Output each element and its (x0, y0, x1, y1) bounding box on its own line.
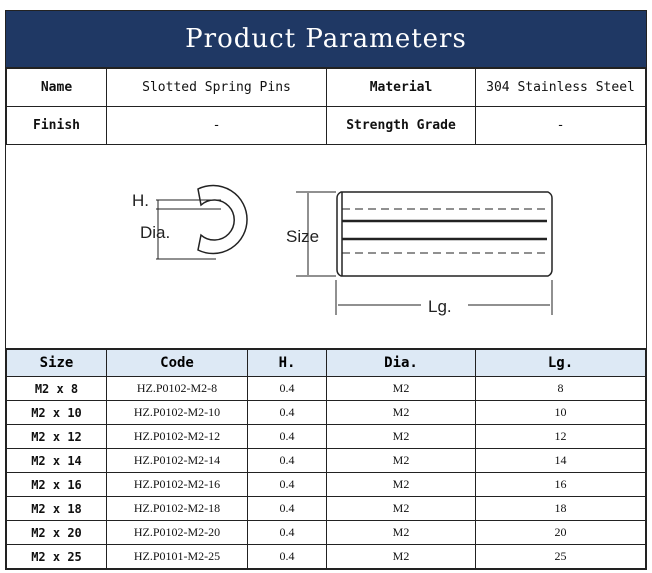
column-header-lg: Lg. (475, 349, 646, 377)
cell-size: M2 x 14 (6, 448, 107, 473)
finish-value: - (106, 106, 327, 145)
cell-size: M2 x 12 (6, 424, 107, 449)
info-table: Name Slotted Spring Pins Material 304 St… (6, 68, 646, 145)
column-header-dia: Dia. (326, 349, 476, 377)
column-header-h: H. (247, 349, 327, 377)
finish-label: Finish (6, 106, 107, 145)
cell-h: 0.4 (247, 448, 327, 473)
lg-label: Lg. (428, 297, 452, 316)
cell-h: 0.4 (247, 472, 327, 497)
cell-dia: M2 (326, 448, 476, 473)
column-header-code: Code (106, 349, 248, 377)
cell-lg: 12 (475, 424, 646, 449)
column-header-size: Size (6, 349, 107, 377)
product-parameters-table: Product Parameters Name Slotted Spring P… (5, 10, 647, 570)
cell-code: HZ.P0102-M2-18 (106, 496, 248, 521)
cell-lg: 8 (475, 376, 646, 401)
cell-code: HZ.P0102-M2-10 (106, 400, 248, 425)
cell-code: HZ.P0102-M2-8 (106, 376, 248, 401)
cell-lg: 20 (475, 520, 646, 545)
grade-label: Strength Grade (326, 106, 476, 145)
cell-code: HZ.P0102-M2-20 (106, 520, 248, 545)
cell-size: M2 x 20 (6, 520, 107, 545)
cell-lg: 10 (475, 400, 646, 425)
cell-h: 0.4 (247, 376, 327, 401)
cell-h: 0.4 (247, 496, 327, 521)
cell-lg: 14 (475, 448, 646, 473)
cell-code: HZ.P0102-M2-14 (106, 448, 248, 473)
cell-size: M2 x 16 (6, 472, 107, 497)
material-value: 304 Stainless Steel (475, 68, 646, 107)
cell-code: HZ.P0101-M2-25 (106, 544, 248, 569)
cell-size: M2 x 10 (6, 400, 107, 425)
cell-h: 0.4 (247, 520, 327, 545)
cell-dia: M2 (326, 424, 476, 449)
cell-h: 0.4 (247, 400, 327, 425)
cell-lg: 25 (475, 544, 646, 569)
cell-size: M2 x 8 (6, 376, 107, 401)
side-view-drawing (296, 191, 553, 315)
end-view-drawing (156, 184, 248, 260)
cell-dia: M2 (326, 520, 476, 545)
page-title: Product Parameters (6, 11, 646, 68)
cell-dia: M2 (326, 376, 476, 401)
dia-label: Dia. (140, 223, 170, 242)
cell-size: M2 x 18 (6, 496, 107, 521)
spring-pin-diagram: H. Dia. Size Lg. (6, 145, 646, 349)
grade-value: - (475, 106, 646, 145)
size-label: Size (286, 227, 319, 246)
cell-h: 0.4 (247, 424, 327, 449)
cell-h: 0.4 (247, 544, 327, 569)
cell-dia: M2 (326, 472, 476, 497)
cell-dia: M2 (326, 544, 476, 569)
cell-lg: 16 (475, 472, 646, 497)
cell-code: HZ.P0102-M2-12 (106, 424, 248, 449)
cell-lg: 18 (475, 496, 646, 521)
h-label: H. (132, 191, 149, 210)
name-label: Name (6, 68, 107, 107)
cell-dia: M2 (326, 496, 476, 521)
cell-size: M2 x 25 (6, 544, 107, 569)
cell-code: HZ.P0102-M2-16 (106, 472, 248, 497)
cell-dia: M2 (326, 400, 476, 425)
name-value: Slotted Spring Pins (106, 68, 327, 107)
material-label: Material (326, 68, 476, 107)
